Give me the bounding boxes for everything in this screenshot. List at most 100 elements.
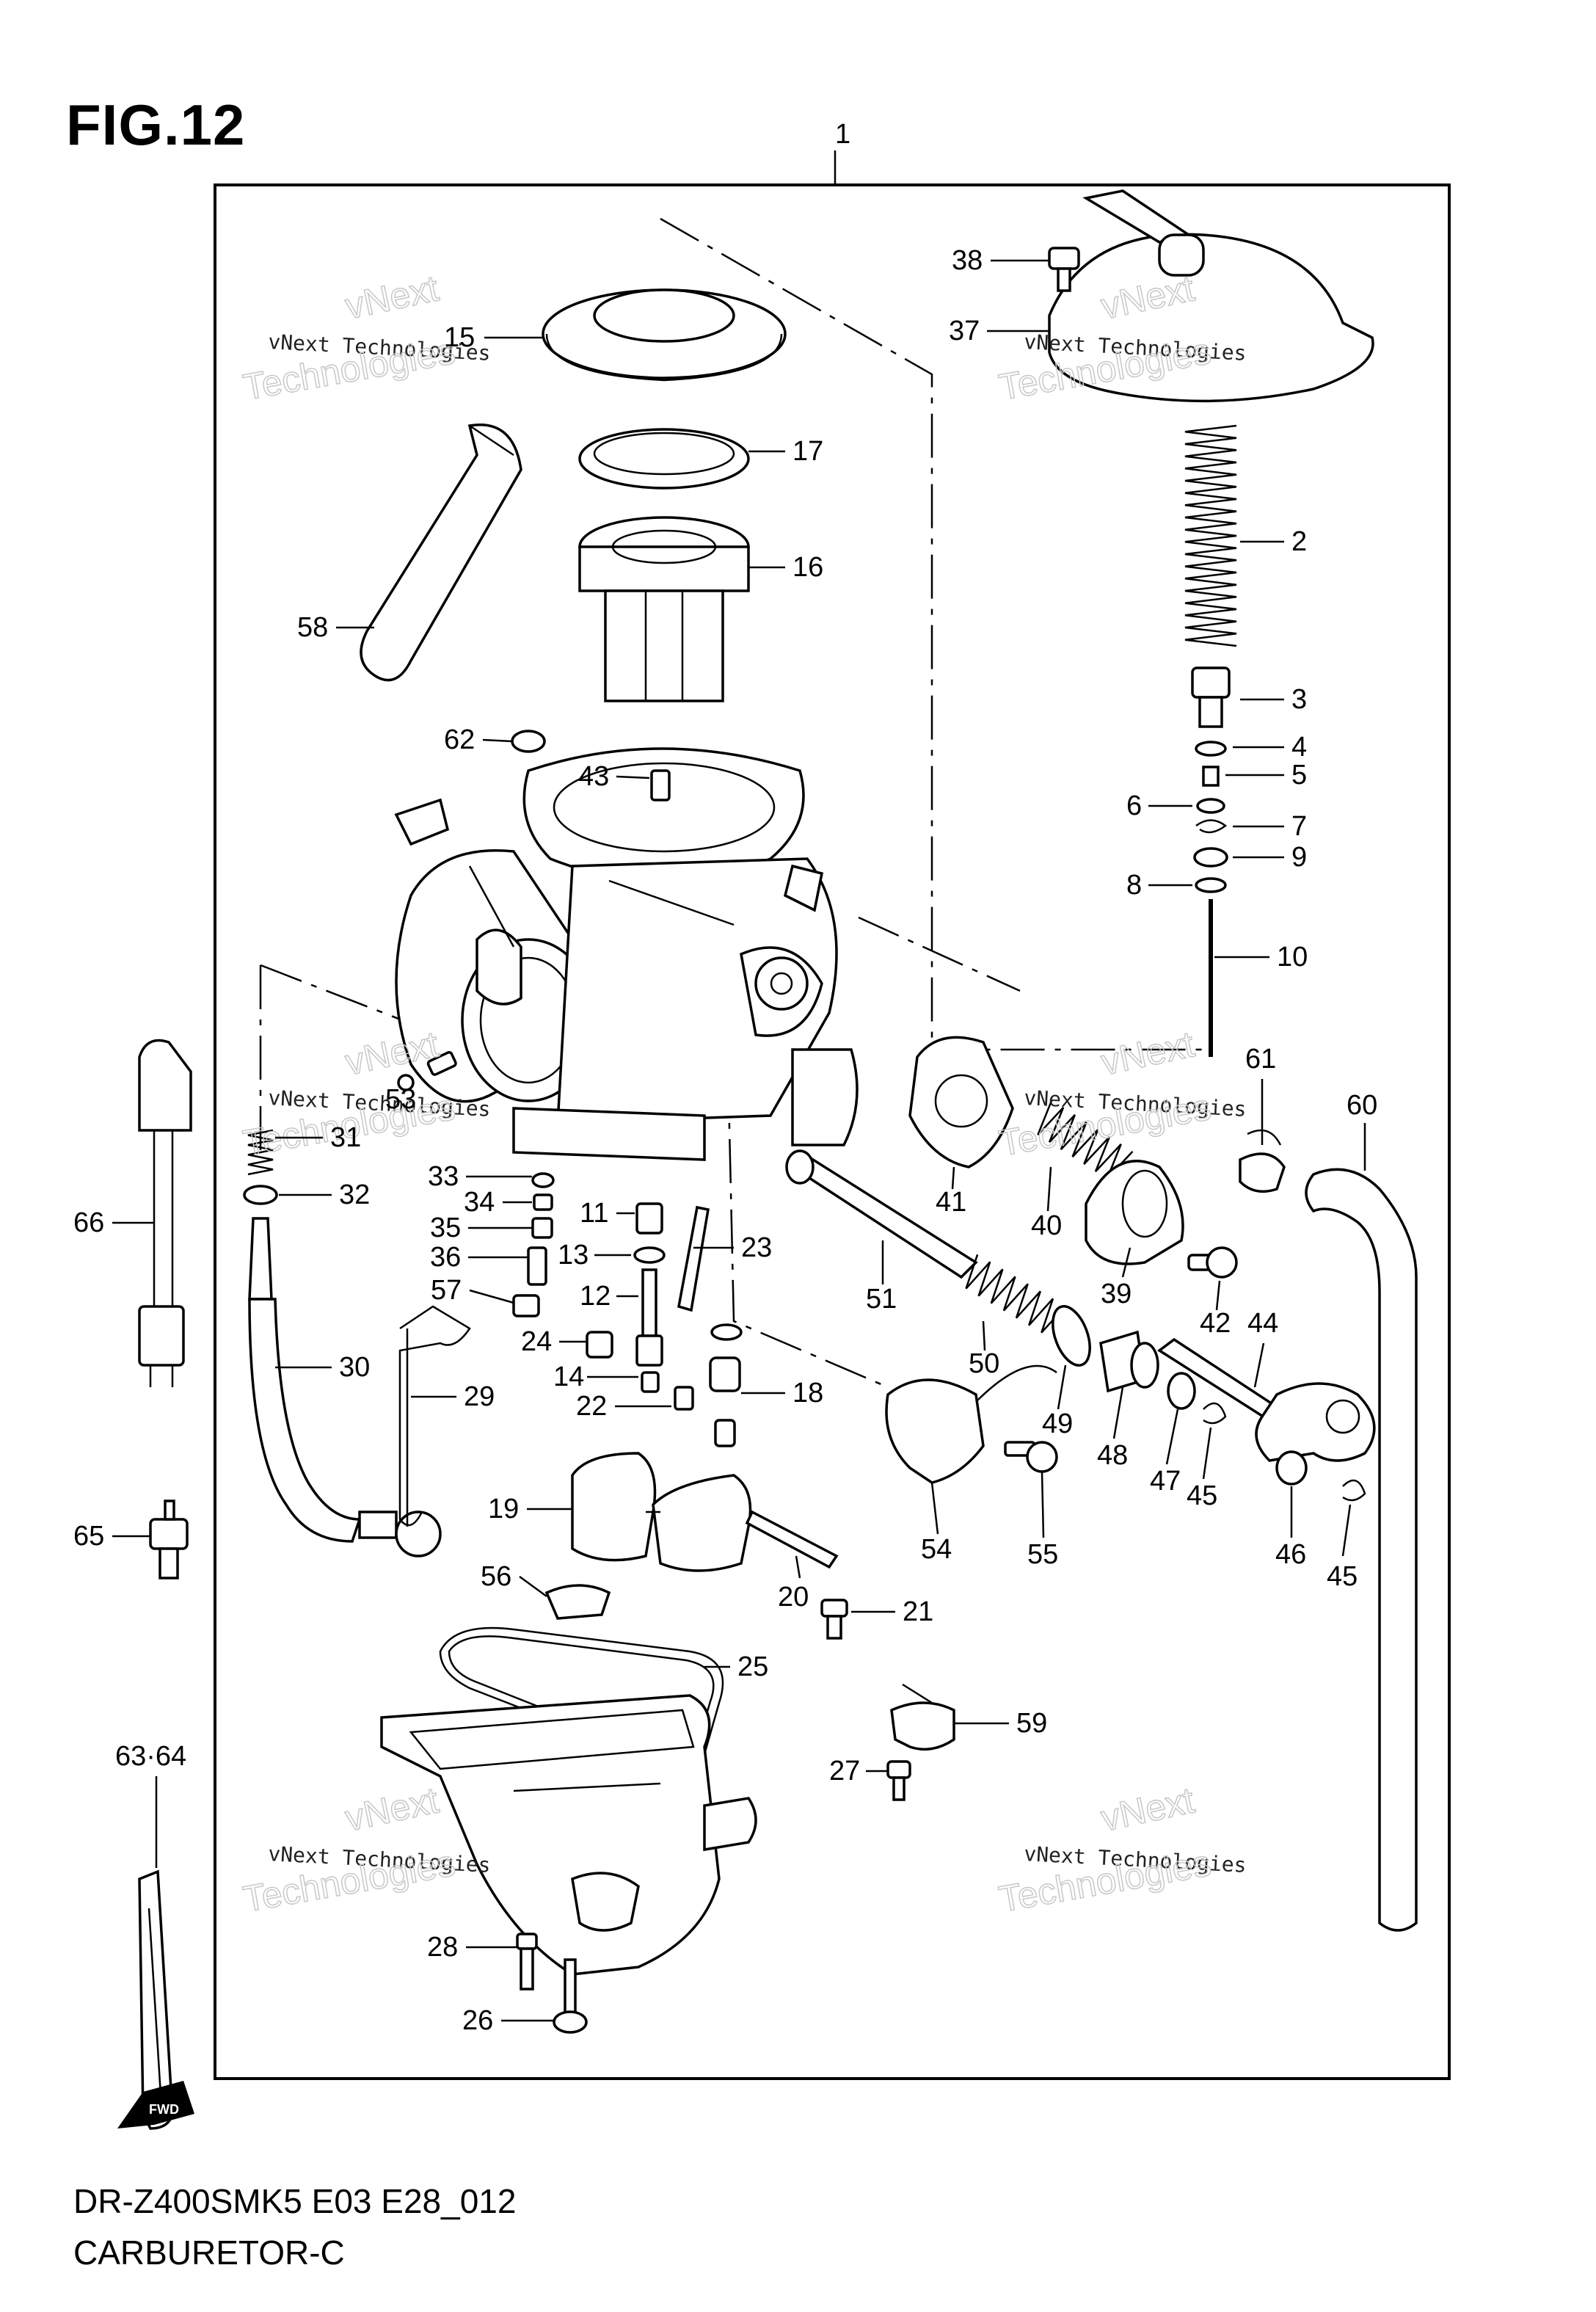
callout-23: 23 [741,1232,772,1263]
part-7-clip [1195,819,1228,834]
callout-24: 24 [521,1326,552,1357]
callout-65: 65 [73,1521,104,1552]
part-15-cover-cap [542,288,787,382]
leader-line-43 [616,775,650,779]
part-41-gasket [908,1036,1014,1168]
callout-54: 54 [921,1534,952,1565]
part-40-spring [1037,1099,1134,1179]
part-4-washer [1195,741,1227,757]
part-26-screw [553,1958,588,2034]
part-12-needle-jet [635,1268,663,1367]
fwd-label: FWD [149,2102,179,2117]
leader-line-62 [482,738,513,743]
figure-title: FIG.12 [66,92,246,157]
part-20-float-pin [745,1510,839,1569]
part-42-screw [1187,1246,1238,1279]
leader-line-53 [401,1089,406,1094]
part-38-screw [1048,247,1080,292]
part-61-clip [1239,1129,1286,1193]
callout-13: 13 [558,1240,589,1270]
part-45-clip-b [1342,1479,1366,1502]
callout-14: 14 [553,1362,584,1392]
callout-22: 22 [576,1391,607,1422]
callout-35: 35 [430,1213,461,1243]
callout-40: 40 [1031,1210,1062,1241]
callout-26: 26 [462,2005,493,2036]
leader-line-45a [1202,1427,1212,1480]
callout-44: 44 [1247,1308,1278,1339]
part-60-hose [1305,1168,1418,1932]
part-6-washer [1196,798,1225,814]
part-39-housing [1085,1160,1184,1265]
part-51-shaft [785,1149,978,1279]
part-57-nut [512,1294,540,1317]
part-3-holder [1191,666,1231,728]
part-62-o-ring [511,730,546,753]
part-14-jet [641,1371,660,1393]
callout-25: 25 [737,1651,768,1682]
callout-57: 57 [431,1275,462,1306]
leader-line-42 [1215,1280,1221,1311]
callout-61: 61 [1245,1044,1276,1075]
part-16-piston-valve [578,516,750,702]
leader-line-39 [1121,1247,1132,1278]
part-13-o-ring [633,1246,666,1264]
callout-56: 56 [481,1561,511,1592]
part-46-washer [1275,1450,1308,1486]
callout-21: 21 [903,1596,933,1627]
leader-line-44 [1253,1342,1265,1388]
part-34-spring [533,1193,553,1211]
callout-10: 10 [1277,942,1308,973]
callout-3: 3 [1291,684,1307,715]
part-5-spring-small [1202,766,1220,787]
leader-line-57 [469,1289,514,1304]
leader-line-47 [1165,1408,1179,1465]
callout-15: 15 [444,322,475,353]
part-30-cable [248,1217,442,1557]
part-58-hose [360,423,522,682]
part-screw-idle [426,1051,457,1076]
callout-62: 62 [444,724,475,755]
callout-39: 39 [1101,1279,1132,1309]
diagram-caption: CARBURETOR-C [73,2233,345,2272]
part-22-jet [674,1386,694,1411]
callout-19: 19 [488,1494,519,1524]
callout-5: 5 [1291,760,1307,790]
part-33-washer [531,1172,555,1188]
callout-33: 33 [428,1161,459,1192]
callout-1: 1 [835,119,850,150]
leader-line-41 [951,1166,955,1190]
leader-line-54 [930,1482,939,1535]
float-bowl [380,1694,757,1976]
part-35-spring [531,1217,553,1239]
callout-2: 2 [1291,526,1307,557]
callout-37: 37 [949,316,980,346]
part-45-clip-a [1203,1402,1227,1425]
part-50-spring [965,1254,1067,1334]
callout-58: 58 [297,612,328,643]
callout-41: 41 [936,1187,966,1218]
diagram-frame [214,183,1451,2080]
callout-47: 47 [1150,1466,1181,1497]
part-36-screw [527,1246,547,1286]
part-9-spacer [1193,847,1228,868]
callout-30: 30 [339,1352,370,1383]
watermark-vnext-5: vNext [1098,1779,1198,1839]
watermark-vnext-3: vNext [1098,1023,1198,1083]
callout-49: 49 [1042,1408,1073,1439]
callout-45b: 45 [1327,1561,1358,1592]
leader-line-55 [1041,1471,1045,1538]
callout-36: 36 [430,1242,461,1273]
part-65-sensor [149,1499,189,1579]
leader-line-45b [1341,1504,1352,1557]
part-31-spring [247,1129,274,1176]
part-29-wire [398,1305,471,1527]
part-43-screw [650,769,671,801]
part-17-ring [578,428,750,490]
callout-28: 28 [427,1932,458,1963]
callout-31: 31 [330,1122,361,1153]
callout-29: 29 [464,1381,495,1412]
part-11-jet [635,1202,663,1235]
part-8-washer [1195,877,1227,893]
